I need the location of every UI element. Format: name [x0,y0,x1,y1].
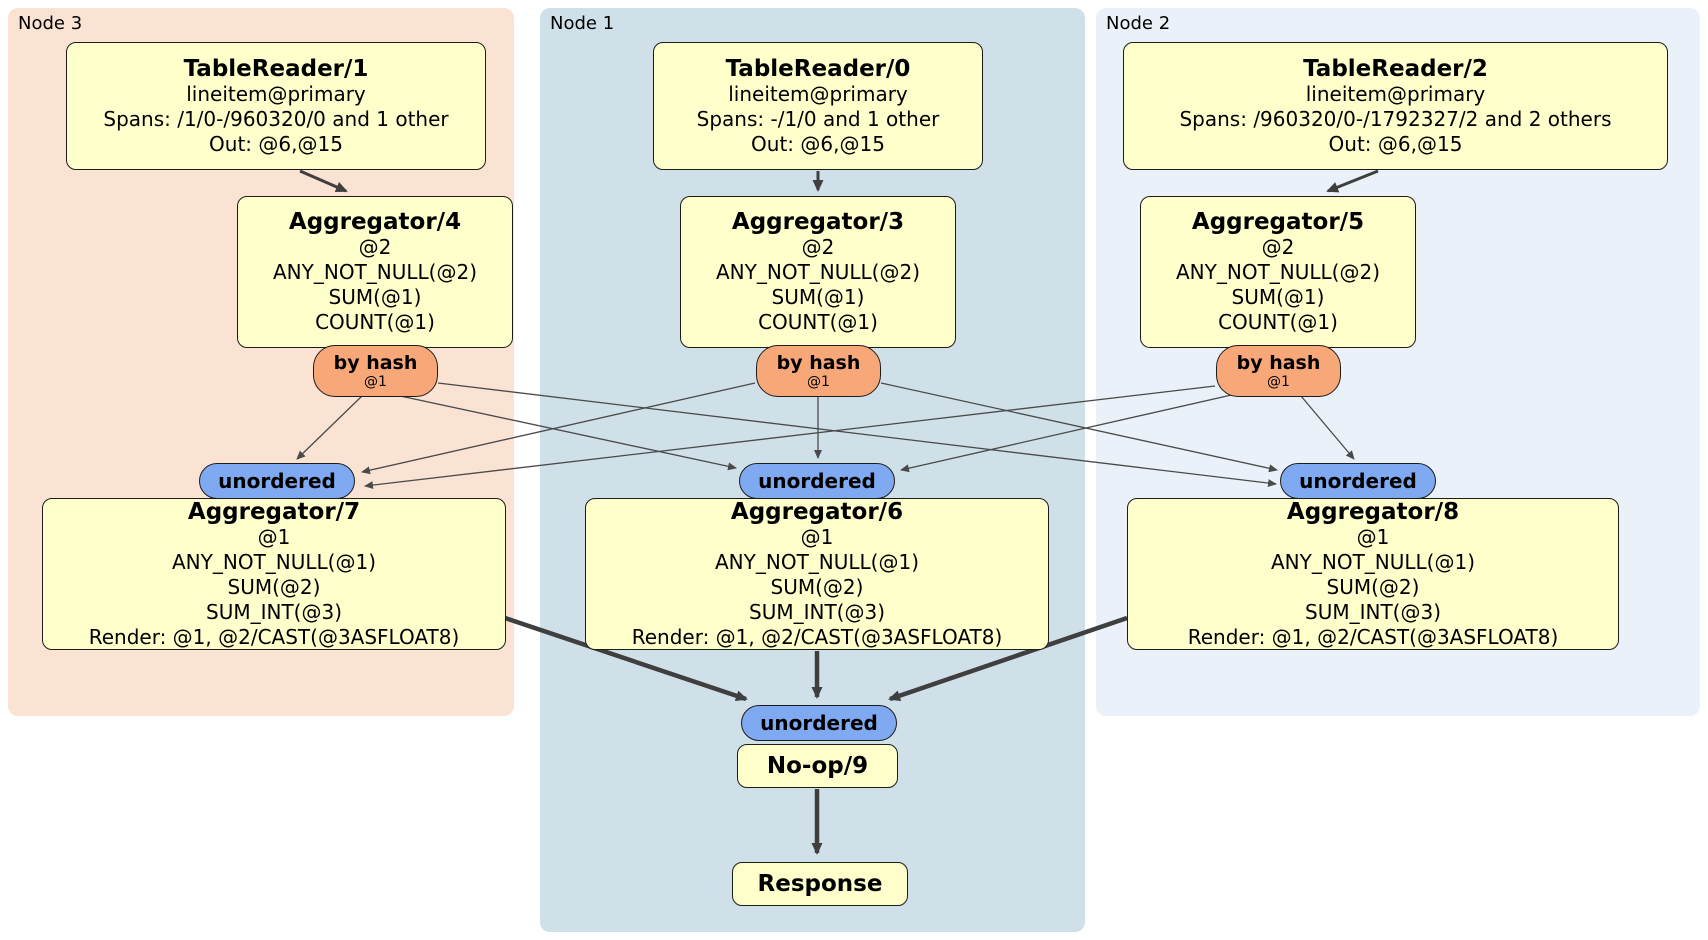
box-line: SUM(@2) [227,574,321,599]
edge-hash4-unordered7 [296,395,363,460]
unordered-sync-7: unordered [199,463,355,499]
box-line: COUNT(@1) [1218,310,1338,334]
box-line: Spans: /960320/0-/1792327/2 and 2 others [1179,106,1612,131]
box-line: SUM_INT(@3) [206,599,342,624]
box-line: ANY_NOT_NULL(@2) [1176,260,1380,284]
edge-hash5-unordered6 [900,390,1250,473]
hash-router-sublabel: @1 [1267,373,1290,390]
box-line: Render: @1, @2/CAST(@3ASFLOAT8) [631,624,1003,649]
box-line: ANY_NOT_NULL(@1) [172,549,376,574]
noop-9-box: No-op/9 [737,744,898,788]
box-line: Out: @6,@15 [209,131,343,156]
box-line: @2 [358,235,392,259]
box-line: ANY_NOT_NULL(@1) [1271,549,1475,574]
node-3-label: Node 3 [18,13,83,34]
box-line: SUM(@1) [771,285,865,309]
box-title: No-op/9 [766,753,869,779]
unordered-sync-8: unordered [1280,463,1436,499]
sync-label: unordered [1299,469,1417,493]
box-line: Out: @6,@15 [1328,131,1463,156]
hash-router-5: by hash @1 [1216,345,1341,397]
node-1-label: Node 1 [550,13,615,34]
box-line: SUM(@2) [770,574,864,599]
edge-tablereader2-aggregator5 [1326,169,1379,193]
box-line: @1 [1356,524,1390,549]
box-line: ANY_NOT_NULL(@2) [273,260,477,284]
sync-label: unordered [760,711,878,735]
box-title: Aggregator/7 [187,498,361,525]
box-title: Response [757,871,883,897]
edge-hash3-unordered8 [880,382,1278,473]
box-line: ANY_NOT_NULL(@2) [716,260,920,284]
box-line: Spans: /1/0-/960320/0 and 1 other [103,106,449,131]
box-line: @2 [1261,235,1295,259]
sync-label: unordered [758,469,876,493]
box-line: lineitem@primary [1305,81,1486,106]
box-line: COUNT(@1) [315,310,435,334]
hash-router-3: by hash @1 [756,345,881,397]
box-line: SUM(@2) [1326,574,1420,599]
edge-aggregator7-unordered9 [504,615,748,702]
edge-hash5-unordered7 [364,385,1216,490]
edge-hash4-unordered6 [390,393,737,471]
box-line: @1 [800,524,834,549]
box-line: Spans: -/1/0 and 1 other [696,106,940,131]
edge-hash4-unordered8 [437,382,1277,488]
sync-label: unordered [218,469,336,493]
box-line: COUNT(@1) [758,310,878,334]
box-line: lineitem@primary [728,81,908,106]
hash-router-label: by hash [1236,351,1321,374]
box-line: SUM(@1) [1231,285,1325,309]
response-box: Response [732,862,908,906]
hash-router-label: by hash [776,351,861,374]
box-line: @1 [257,524,291,549]
box-line: SUM(@1) [328,285,422,309]
edge-tablereader1-aggregator4 [299,169,348,193]
hash-router-label: by hash [333,351,418,374]
box-line: SUM_INT(@3) [749,599,885,624]
box-title: Aggregator/5 [1191,209,1365,235]
edge-hash5-unordered8 [1300,395,1355,460]
box-line: lineitem@primary [186,81,366,106]
node-2-label: Node 2 [1106,13,1171,34]
box-line: Render: @1, @2/CAST(@3ASFLOAT8) [88,624,460,649]
box-title: TableReader/0 [725,55,911,82]
box-title: TableReader/2 [1303,55,1488,82]
box-title: TableReader/1 [183,55,369,82]
hash-router-4: by hash @1 [313,345,438,397]
box-line: @2 [801,235,835,259]
hash-router-sublabel: @1 [807,373,830,390]
hash-router-sublabel: @1 [364,373,387,390]
unordered-sync-9: unordered [741,705,897,741]
box-line: ANY_NOT_NULL(@1) [715,549,919,574]
box-title: Aggregator/3 [731,209,905,235]
box-line: Render: @1, @2/CAST(@3ASFLOAT8) [1187,624,1559,649]
edge-aggregator8-unordered9 [888,615,1128,702]
box-title: Aggregator/4 [288,209,462,235]
unordered-sync-6: unordered [739,463,895,499]
box-line: Out: @6,@15 [751,131,885,156]
box-title: Aggregator/6 [730,498,904,525]
box-line: SUM_INT(@3) [1305,599,1441,624]
box-title: Aggregator/8 [1286,498,1460,525]
edge-hash3-unordered7 [361,382,756,475]
